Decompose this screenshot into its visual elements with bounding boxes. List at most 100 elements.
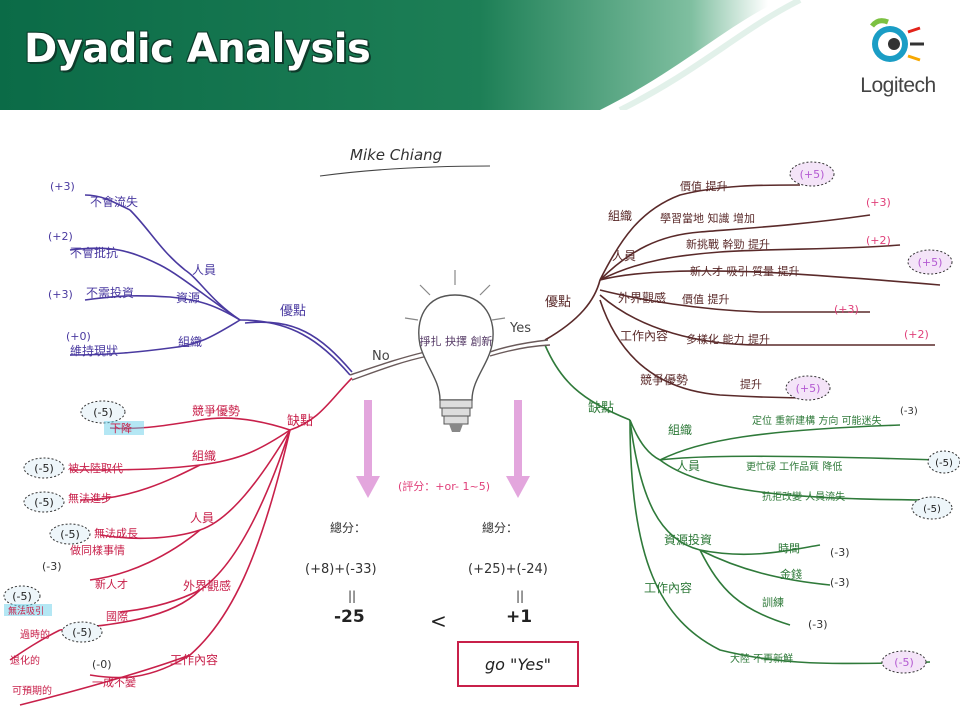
yes-equals: || (516, 589, 524, 603)
no-pro-score-4: (+0) (66, 330, 91, 343)
yes-pro-score-6: (+2) (904, 328, 929, 341)
burst-badge-yes-3: (+5) (785, 375, 831, 401)
no-con-text-12: 一成不變 (92, 675, 136, 689)
center-trunk (349, 339, 551, 381)
svg-text:(-5): (-5) (60, 528, 80, 541)
no-pro-group-3: 組織 (178, 335, 202, 349)
slide-title: Dyadic Analysis (24, 26, 371, 72)
yes-con-text-2: 更忙碌 工作品質 降低 (746, 460, 842, 473)
no-con-items: (-5) 下降 (-5) 被大陸取代 (-5) 無法進步 (-5) 無法成長 (… (3, 400, 144, 697)
yes-con-score-4: (-3) (830, 546, 850, 559)
yes-pro-text-7: 提升 (740, 378, 762, 391)
no-con-group-1: 競爭優勢 (192, 403, 240, 418)
down-arrow-left-icon (356, 400, 380, 498)
yes-pro-text-3: 新挑戰 幹勁 提升 (686, 237, 770, 251)
author-underline (319, 165, 491, 177)
author-name: Mike Chiang (350, 146, 442, 164)
title-banner: Dyadic Analysis Logitech (0, 0, 960, 110)
no-con-groups: 競爭優勢 組織 人員 外界觀感 工作內容 (170, 403, 240, 667)
yes-con-text-5: 金錢 (780, 567, 802, 581)
no-pro-score-3: (+3) (48, 288, 73, 301)
scoring-range-note: (評分：+or- 1~5) (398, 479, 490, 493)
no-con-text-11: 過時的 (20, 628, 50, 641)
decision-box: go "Yes" (457, 641, 579, 687)
no-con-text-8: 無法吸引 (8, 605, 44, 617)
yes-pro-items: 價值 提升 (+5) 學習當地 知識 增加 (+3) 新挑戰 幹勁 提升 (+2… (660, 161, 953, 401)
yes-total-label: 總分： (482, 520, 518, 535)
yes-pro-group-1: 組織 (608, 209, 632, 223)
svg-text:(-5): (-5) (93, 406, 113, 419)
no-con-score-12: (-0) (92, 658, 112, 671)
svg-text:(-5): (-5) (935, 458, 953, 469)
no-pro-items: (+3) 不會流失 (+2) 不會批抗 (+3) 不需投資 (+0) 維持現狀 … (48, 180, 216, 358)
logo-text: Logitech (860, 74, 936, 97)
yes-con-groups: 組織 人員 資源投資 工作內容 (644, 423, 712, 595)
yes-pro-group-5: 競爭優勢 (640, 372, 688, 387)
yes-con-branches (544, 344, 941, 665)
svg-text:(-5): (-5) (923, 504, 941, 515)
burst-badge-4: (-5) (49, 523, 91, 545)
yes-pro-branches (544, 184, 941, 399)
no-con-text-9: 退化的 (10, 654, 40, 667)
burst-badge-yes-6: (-5) (881, 650, 927, 674)
yes-con-group-1: 組織 (668, 423, 692, 437)
yes-pro-text-2: 學習當地 知識 增加 (660, 211, 755, 225)
no-con-text-6: 新人才 (95, 577, 128, 591)
yes-con-score-6: (-3) (808, 618, 828, 631)
no-con-text-10: 可預期的 (12, 684, 52, 697)
no-con-text-1: 下降 (110, 421, 132, 435)
no-con-text-5: 做同樣事情 (70, 543, 125, 557)
yes-con-text-3: 抗拒改變 人員流失 (762, 490, 845, 503)
yes-pro-label: 優點 (545, 295, 571, 310)
burst-badge-1: (-5) (80, 400, 126, 424)
yes-pro-score-3: (+2) (866, 234, 891, 247)
yes-pro-text-4: 新人才 吸引 質量 提升 (690, 264, 800, 278)
yes-pro-group-4: 工作內容 (620, 328, 668, 343)
banner-background (0, 0, 960, 110)
burst-badge-6: (-5) (3, 585, 41, 607)
yes-label: Yes (509, 321, 531, 336)
no-con-text-3: 無法進步 (68, 491, 112, 505)
no-pro-text-4: 維持現狀 (70, 343, 118, 358)
svg-text:(+5): (+5) (800, 168, 825, 181)
svg-text:(-5): (-5) (72, 626, 92, 639)
logitech-eye-icon (870, 18, 924, 62)
yes-pro-score-2: (+3) (866, 196, 891, 209)
no-equals: || (348, 589, 356, 603)
no-con-score-5: (-3) (42, 560, 62, 573)
no-con-group-5: 工作內容 (170, 652, 218, 667)
down-arrow-right-icon (506, 400, 530, 498)
yes-con-group-3: 資源投資 (664, 532, 712, 547)
yes-pro-text-5: 價值 提升 (682, 292, 730, 306)
no-formula: (+8)+(-33) (305, 562, 377, 577)
svg-text:(-5): (-5) (34, 496, 54, 509)
svg-text:(-5): (-5) (12, 590, 32, 603)
svg-text:(-5): (-5) (34, 462, 54, 475)
burst-badge-yes-1: (+5) (789, 161, 835, 187)
no-con-text-2: 被大陸取代 (68, 461, 123, 475)
no-total-label: 總分： (330, 520, 366, 535)
svg-text:(+5): (+5) (918, 256, 943, 269)
yes-pro-group-2: 人員 (612, 249, 636, 263)
mind-map: 掙扎 抉擇 創新 No Yes Mike Chiang 優點 缺點 優點 缺點 … (3, 146, 960, 706)
no-pro-group-1: 人員 (192, 263, 216, 277)
yes-con-text-7: 大陸 不再新鮮 (730, 652, 793, 665)
decision-text: go "Yes" (485, 655, 551, 674)
burst-badge-yes-5: (-5) (911, 496, 953, 520)
no-pro-text-1: 不會流失 (90, 194, 138, 209)
burst-badge-5: (-5) (61, 621, 103, 643)
yes-con-items: 定位 重新建構 方向 可能迷失 (-3) 更忙碌 工作品質 降低 (-5) 抗拒… (730, 406, 960, 674)
no-pro-label: 優點 (280, 304, 306, 319)
no-con-group-4: 外界觀感 (183, 578, 231, 593)
no-con-group-3: 人員 (190, 511, 214, 525)
lightbulb-icon (404, 270, 506, 432)
yes-con-label: 缺點 (588, 401, 614, 416)
yes-con-score-1: (-3) (900, 406, 918, 417)
yes-con-group-2: 人員 (676, 459, 700, 473)
yes-con-text-1: 定位 重新建構 方向 可能迷失 (752, 414, 882, 427)
logitech-logo: Logitech (848, 14, 948, 104)
no-pro-text-2: 不會批抗 (70, 245, 118, 260)
burst-badge-3: (-5) (23, 491, 65, 513)
compare-sign: < (430, 609, 447, 633)
yes-con-text-4: 時間 (778, 542, 800, 555)
